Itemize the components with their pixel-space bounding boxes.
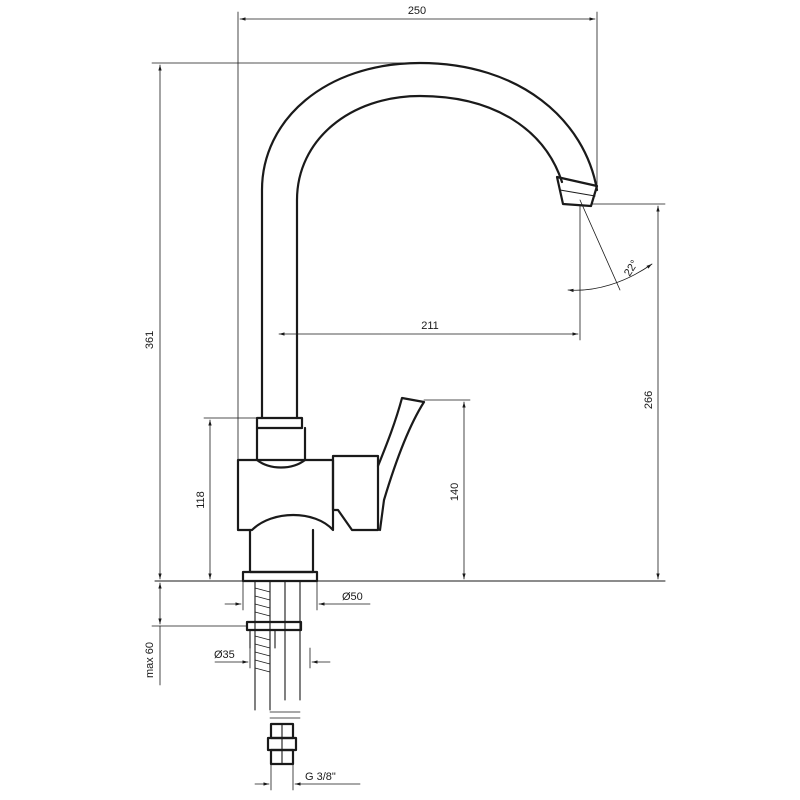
aerator-ring	[559, 189, 596, 197]
spout-outer	[260, 61, 599, 420]
spout-inner	[295, 94, 564, 420]
collar	[255, 416, 304, 430]
threaded-shank	[254, 580, 271, 711]
dim-overall-width: 250	[408, 5, 426, 17]
dim-spout-angle: 22°	[622, 258, 641, 278]
dim-base-diameter: Ø50	[342, 591, 363, 603]
lever-handle	[376, 396, 426, 532]
faucet-outline	[154, 61, 666, 766]
dimension-labels: 250 361 211 22° 266 140 118 Ø50 max 60 Ø…	[144, 5, 655, 783]
base-ring	[241, 570, 319, 583]
dim-body-height: 118	[195, 491, 207, 509]
lever-tip	[401, 397, 425, 403]
dim-outlet-height: 266	[643, 391, 655, 409]
connection-fitting	[266, 711, 301, 766]
lever-housing	[331, 454, 380, 532]
dim-max-deck: max 60	[144, 642, 156, 678]
dimension-lines	[151, 11, 666, 791]
dim-lever-height: 140	[449, 483, 461, 501]
dim-shank-diameter: Ø35	[214, 649, 235, 661]
dim-spout-reach: 211	[421, 320, 439, 332]
aerator	[555, 175, 599, 208]
dim-overall-height: 361	[144, 331, 156, 349]
collar-neck	[255, 426, 307, 469]
main-body	[236, 458, 335, 532]
dim-connection-thread: G 3/8"	[305, 771, 336, 783]
lower-stem	[248, 528, 315, 574]
